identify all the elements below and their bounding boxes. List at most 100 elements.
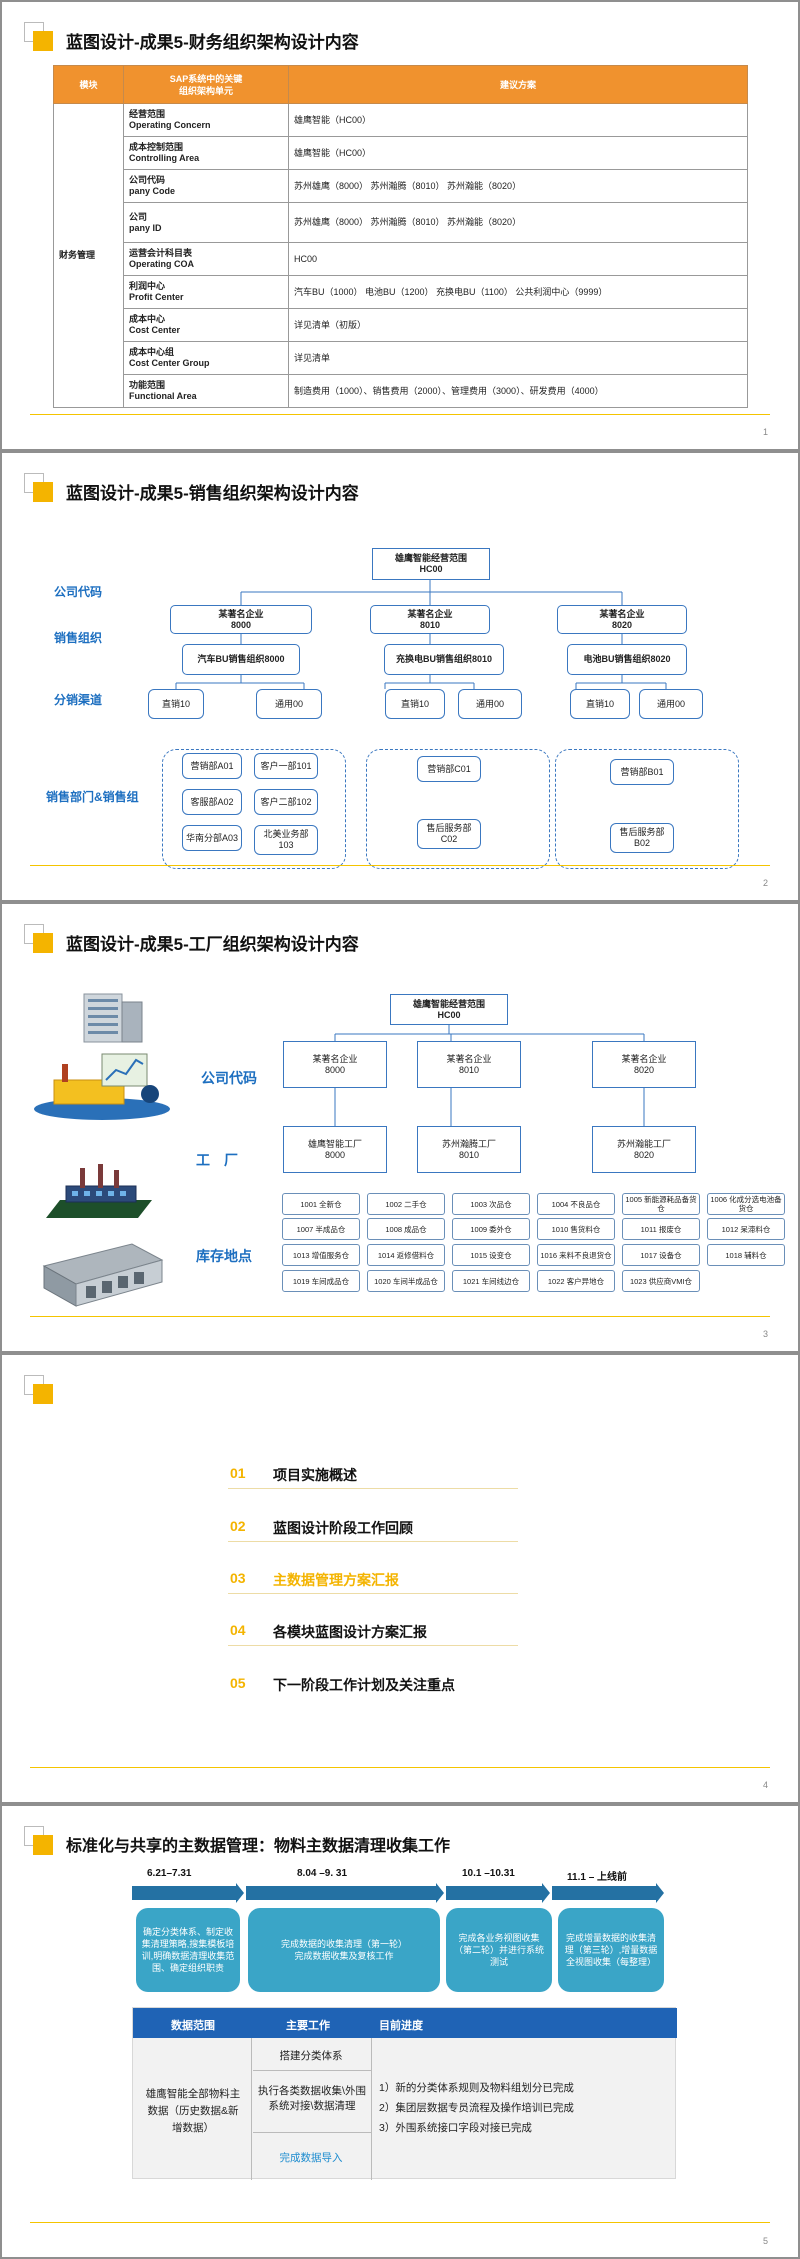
agenda-item[interactable]: 蓝图设计阶段工作回顾 [273, 1520, 413, 1536]
plan-cell: 苏州雄鹰（8000） 苏州瀚腾（8010） 苏州瀚能（8020） [288, 202, 748, 243]
sales-org-box: 电池BU销售组织8020 [567, 644, 687, 675]
sales-group-box: 营销部A01 [182, 753, 242, 779]
slide-4: 01 项目实施概述 02 蓝图设计阶段工作回顾 03 主数据管理方案汇报 04 … [2, 1355, 798, 1802]
storage-location-cell: 1008 成品仓 [367, 1218, 445, 1240]
label-sales-org: 销售组织 [54, 631, 103, 645]
channel-box: 通用00 [256, 689, 322, 719]
logo-icon [24, 1375, 54, 1405]
sales-group-box: 营销部C01 [417, 756, 481, 782]
sales-group-box: 营销部B01 [610, 759, 674, 785]
agenda-number: 04 [230, 1622, 246, 1638]
sales-group-box: 客户二部102 [254, 789, 318, 815]
storage-location-cell: 1014 返修借料仓 [367, 1244, 445, 1266]
group-area-3 [555, 749, 739, 869]
plan-cell: 雄鹰智能（HC00） [288, 103, 748, 137]
channel-box: 直销10 [148, 689, 204, 719]
warehouse-icon [42, 1243, 164, 1307]
agenda-item[interactable]: 项目实施概述 [273, 1467, 357, 1483]
storage-location-cell: 1001 全新仓 [282, 1193, 360, 1215]
work-item: 执行各类数据收集\外围系统对接\数据清理 [258, 2085, 366, 2112]
slide-title: 蓝图设计-成果5-销售组织架构设计内容 [66, 484, 359, 503]
phase-date: 6.21–7.31 [147, 1868, 192, 1879]
label-company-code: 公司代码 [201, 1070, 257, 1086]
storage-location-cell: 1022 客户异地仓 [537, 1270, 615, 1292]
agenda-number: 03 [230, 1570, 246, 1586]
storage-location-cell: 1020 车间半成品仓 [367, 1270, 445, 1292]
plan-cell: HC00 [288, 242, 748, 276]
storage-location-cell: 1012 呆滞料仓 [707, 1218, 785, 1240]
storage-location-cell: 1015 设变仓 [452, 1244, 530, 1266]
storage-location-cell: 1011 报废仓 [622, 1218, 700, 1240]
sales-group-box: 华南分部A03 [182, 825, 242, 851]
storage-location-cell: 1009 委外仓 [452, 1218, 530, 1240]
footer-line [30, 865, 770, 866]
footer-line [30, 2222, 770, 2223]
storage-location-cell: 1004 不良品仓 [537, 1193, 615, 1215]
sales-org-box: 汽车BU销售组织8000 [182, 644, 300, 675]
work-item: 完成数据导入 [279, 2152, 343, 2164]
agenda-divider [228, 1541, 518, 1542]
agenda-item-active[interactable]: 主数据管理方案汇报 [273, 1572, 399, 1588]
logo-icon [24, 473, 54, 503]
label-plant: 工 厂 [196, 1152, 238, 1168]
label-storage: 库存地点 [196, 1248, 252, 1264]
storage-location-cell: 1023 供应商VMI仓 [622, 1270, 700, 1292]
slide-1: 蓝图设计-成果5-财务组织架构设计内容 模块 SAP系统中的关键 组织架构单元 … [2, 2, 798, 449]
scope-cell: 雄鹰智能全部物料主数据（历史数据&新增数据） [145, 2088, 241, 2134]
agenda-item[interactable]: 各模块蓝图设计方案汇报 [273, 1624, 427, 1640]
storage-location-cell: 1002 二手仓 [367, 1193, 445, 1215]
progress-list: 1）新的分类体系规则及物料组划分已完成 2）集团层数据专员流程及操作培训已完成 … [379, 2082, 574, 2134]
logo-icon [24, 22, 54, 52]
factory-chart-icon [34, 1053, 170, 1120]
progress-table: 数据范围 主要工作 目前进度 雄鹰智能全部物料主数据（历史数据&新增数据） 搭建… [132, 2007, 677, 2180]
slide-5: 标准化与共享的主数据管理：物料主数据清理收集工作 6.21–7.31 8.04 … [2, 1806, 798, 2257]
slide-title: 蓝图设计-成果5-工厂组织架构设计内容 [66, 935, 359, 954]
storage-location-cell: 1007 半成品仓 [282, 1218, 360, 1240]
footer-line [30, 414, 770, 415]
label-company-code: 公司代码 [54, 585, 103, 599]
page-number: 5 [762, 2236, 768, 2246]
header-module: 模块 [53, 65, 124, 104]
timeline-arrow [132, 1883, 244, 1903]
page-number: 1 [762, 427, 768, 437]
agenda-divider [228, 1645, 518, 1646]
storage-location-cell: 1005 新能源耗品备货仓 [622, 1193, 700, 1215]
phase-date: 8.04 –9. 31 [297, 1868, 348, 1879]
storage-location-cell: 1003 次品仓 [452, 1193, 530, 1215]
phase-date: 10.1 –10.31 [462, 1868, 515, 1879]
storage-location-cell: 1016 来料不良退货仓 [537, 1244, 615, 1266]
agenda-item[interactable]: 下一阶段工作计划及关注重点 [273, 1677, 455, 1693]
storage-location-cell: 1018 辅料仓 [707, 1244, 785, 1266]
timeline-arrow [246, 1883, 444, 1903]
agenda-divider [228, 1488, 518, 1489]
channel-box: 通用00 [458, 689, 522, 719]
plan-cell: 制造费用（1000）、销售费用（2000）、管理费用（3000）、研发费用（40… [288, 374, 748, 408]
sales-group-box: 售后服务部 B02 [610, 823, 674, 853]
header-plan: 建议方案 [288, 65, 748, 104]
plan-cell: 雄鹰智能（HC00） [288, 136, 748, 170]
module-cell: 财务管理 [53, 103, 124, 408]
footer-line [30, 1767, 770, 1768]
agenda-number: 05 [230, 1675, 246, 1691]
sales-org-connectors [175, 580, 667, 689]
plan-cell: 汽车BU（1000） 电池BU（1200） 充换电BU（1100） 公共利润中心… [288, 275, 748, 309]
logo-icon [24, 924, 54, 954]
agenda-number: 02 [230, 1518, 246, 1534]
phase-box: 完成数据的收集清理（第一轮） 完成数据收集及复核工作 [248, 1908, 440, 1992]
